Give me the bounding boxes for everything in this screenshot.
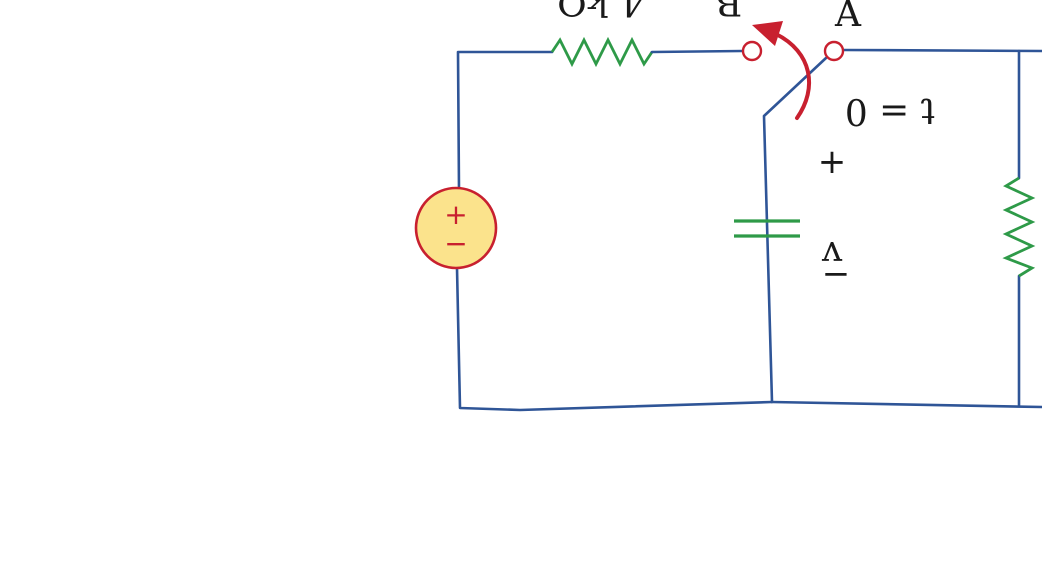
- terminal-b-label: B: [716, 0, 742, 22]
- wire-right-top: [842, 48, 1042, 53]
- terminal-b: [741, 40, 763, 62]
- capacitor-minus-sign: −: [822, 254, 851, 294]
- resistor-top-label: 4 kΩ: [557, 0, 643, 22]
- wire-right-bottom: [770, 400, 1042, 409]
- source-minus-sign: −: [444, 227, 467, 260]
- capacitor-plus-sign: +: [818, 142, 847, 182]
- wire-left-top: [456, 50, 554, 192]
- terminal-a: [823, 40, 845, 62]
- resistor-right: [1002, 176, 1036, 278]
- wire-resistor-to-b: [650, 49, 744, 54]
- wire-left-bottom: [455, 266, 774, 412]
- switch-arrow: [752, 21, 812, 120]
- voltage-source: + −: [414, 186, 498, 270]
- source-plus-sign: +: [444, 198, 467, 231]
- switch-time-label: t = 0: [845, 90, 935, 131]
- resistor-4k: [550, 36, 654, 68]
- terminal-a-label: A: [834, 0, 862, 35]
- capacitor-voltage-label: v: [821, 233, 843, 274]
- switch-blade: [762, 56, 828, 404]
